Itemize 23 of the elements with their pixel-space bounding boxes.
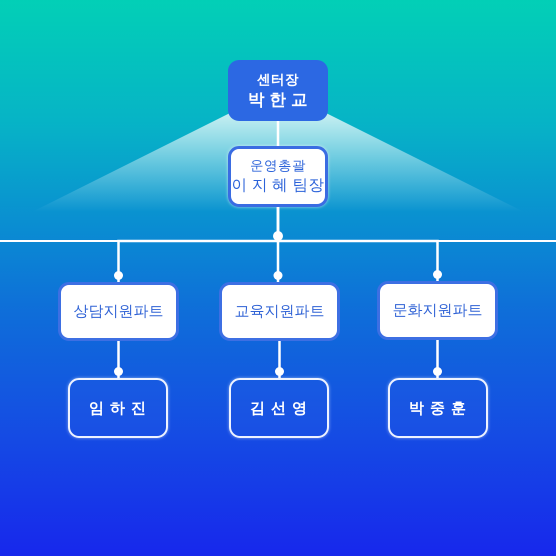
role-text: 운영총괄: [250, 157, 306, 175]
department-box: [58, 282, 179, 341]
department-name: 문화지원파트: [392, 300, 482, 320]
member-box: [388, 378, 488, 438]
member-name: 박 중 훈: [408, 398, 468, 418]
member-box: [68, 378, 168, 438]
member-name: 임 하 진: [88, 398, 148, 418]
department-box: [377, 281, 498, 340]
name-text: 이 지 혜 팀장: [232, 176, 324, 196]
member-name: 김 선 영: [250, 398, 308, 418]
connector-line: [276, 207, 442, 281]
manager-box: [228, 146, 328, 207]
name-text: 박 한 교: [248, 90, 308, 110]
head-box: [228, 60, 328, 121]
role-text: 센터장: [257, 70, 299, 88]
member-box: [229, 378, 329, 438]
connector-line: [276, 121, 280, 146]
connector-line: [114, 341, 123, 378]
connector-line: [433, 340, 442, 378]
department-box: [219, 282, 340, 341]
connector-line: [275, 341, 284, 378]
department-name: 상담지원파트: [74, 302, 164, 322]
department-name: 교육지원파트: [234, 302, 324, 322]
